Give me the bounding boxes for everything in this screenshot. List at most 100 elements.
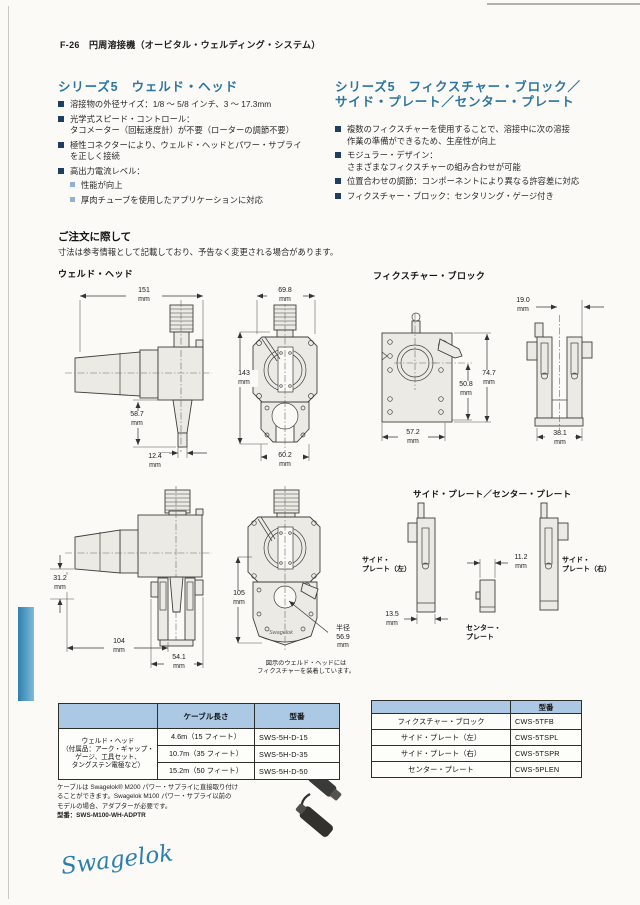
bullet-text: 複数のフィクスチャーを使用することで、溶接中に次の溶接作業の準備ができるため、生… [347, 124, 570, 146]
header-empty-cell [58, 703, 158, 729]
table-row: サイド・プレート（右）CWS-5TSPR [371, 745, 582, 762]
bullet-item: 極性コネクターにより、ウェルド・ヘッドとパワー・サプライを正しく接続 [58, 140, 340, 163]
right-section-heading: シリーズ5 フィクスチャー・ブロック／ サイド・プレート／センター・プレート [335, 80, 635, 110]
side-center-plates-drawing [404, 502, 569, 624]
side-plate-right-label: サイド・プレート（右） [562, 557, 611, 573]
table-header-row: ケーブル長さ 型番 [58, 703, 340, 729]
footnote-line: モデルの場合、アダプターが必要です。 [57, 802, 172, 810]
bullet-text: 高出力電流レベル： [70, 165, 145, 176]
bullet-item: 高出力電流レベル： [58, 166, 340, 178]
page-edge-accent-bar [18, 607, 34, 701]
bullet-text: 性能が向上 [81, 180, 123, 190]
bullet-item: 光学式スピード・コントロール：タコメーター（回転速度計）が不要（ローターの調節不… [58, 114, 340, 137]
table-header-row: 型番 [371, 700, 582, 714]
part-number-cell: SWS-5H-D-35 [254, 745, 340, 763]
bullet-text: 極性コネクターにより、ウェルド・ヘッドとパワー・サプライを正しく接続 [70, 139, 302, 162]
swagelok-logo: Swagelok [60, 840, 175, 880]
footnote-line: ることができます。Swagelok M100 パワー・サプライ以前の [57, 793, 232, 801]
component-label-cell: フィクスチャー・ブロック [371, 713, 511, 730]
right-heading-line2: サイド・プレート／センター・プレート [335, 95, 575, 109]
bullet-text: 厚肉チューブを使用したアプリケーションに対応 [81, 194, 263, 205]
bullet-item: 位置合わせの調節：コンポーネントにより異なる許容差に対応 [335, 176, 627, 188]
engraved-logo: Swagelok [269, 630, 293, 636]
bullet-square-icon [70, 182, 75, 187]
cable-length-cell: 10.7m（35 フィート） [157, 745, 255, 763]
cable-footnote: ケーブルは Swagelok® M200 パワー・サプライに直接取り付けることが… [57, 783, 295, 821]
left-bullet-list: 溶接物の外径サイズ：1/8 〜 5/8 インチ、3 〜 17.3mm 光学式スピー… [58, 99, 340, 209]
weld-head-fixture-side-view-drawing [50, 486, 212, 668]
table-row: 10.7m（35 フィート）SWS-5H-D-35 [59, 745, 340, 763]
page-header: F-26 円周溶接機（オービタル・ウェルディング・システム） [60, 40, 321, 50]
footnote-line: ケーブルは Swagelok® M200 パワー・サプライに直接取り付け [57, 784, 239, 791]
bullet-text: フィクスチャー・ブロック：センタリング・ゲージ付き [347, 190, 554, 201]
part-number-cell: CWS-5PLEN [510, 761, 582, 778]
bullet-text: 光学式スピード・コントロール：タコメーター（回転速度計）が不要（ローターの調節不… [70, 113, 295, 136]
weld-head-side-view-drawing [65, 293, 212, 458]
fixture-mounted-caption: 図示のウェルド・ヘッドにはフィクスチャーを装着しています。 [257, 660, 355, 675]
sub-bullet-item: 厚肉チューブを使用したアプリケーションに対応 [58, 195, 340, 207]
table-row: 15.2m（50 フィート）SWS-5H-D-50 [59, 762, 340, 780]
weld-head-order-table: ケーブル長さ 型番 ウェルド・ヘッド（付属品：アーク・ギャップ・ゲージ、工具セッ… [58, 703, 340, 780]
swagelok-logo-text: Swagelok [60, 840, 175, 880]
bullet-text: 位置合わせの調節：コンポーネントにより異なる許容差に対応 [347, 176, 580, 186]
bullet-text: モジュラー・デザイン：さまざまなフィクスチャーの組み合わせが可能 [347, 150, 521, 172]
bullet-item: 溶接物の外径サイズ：1/8 〜 5/8 インチ、3 〜 17.3mm [58, 99, 340, 111]
component-label-cell: センター・プレート [371, 761, 511, 778]
header-part-number: 型番 [254, 703, 340, 729]
adapter-part-number: 型番：SWS-M100-WH-ADPTR [57, 812, 146, 820]
component-label-cell: サイド・プレート（右） [371, 745, 511, 762]
order-note-heading: ご注文に際して [58, 231, 132, 243]
bullet-item: モジュラー・デザイン：さまざまなフィクスチャーの組み合わせが可能 [335, 150, 627, 173]
component-label-cell: サイド・プレート（左） [371, 729, 511, 746]
left-section-heading: シリーズ5 ウェルド・ヘッド [58, 80, 239, 94]
bullet-item: フィクスチャー・ブロック：センタリング・ゲージ付き [335, 191, 627, 203]
part-number-cell: CWS-5TSPL [510, 729, 582, 746]
fixture-block-side-view-drawing [526, 300, 604, 441]
scan-top-line [487, 3, 640, 5]
bullet-square-icon [58, 141, 64, 148]
table-row: ウェルド・ヘッド（付属品：アーク・ギャップ・ゲージ、工具セット、タングステン電極… [58, 728, 340, 780]
sub-bullet-item: 性能が向上 [58, 180, 340, 192]
header-cable-length: ケーブル長さ [157, 703, 255, 729]
side-plate-left-label: サイド・プレート（左） [362, 557, 411, 573]
part-number-cell: CWS-5TFB [510, 713, 582, 730]
bullet-item: 複数のフィクスチャーを使用することで、溶接中に次の溶接作業の準備ができるため、生… [335, 124, 627, 147]
fixture-block-drawing-label: フィクスチャー・ブロック [373, 271, 486, 281]
product-label-cell: ウェルド・ヘッド（付属品：アーク・ギャップ・ゲージ、工具セット、タングステン電極… [58, 728, 158, 780]
footnote-text: ケーブルは Swagelok® M200 パワー・サプライに直接取り付けることが… [57, 783, 295, 811]
right-heading-line1: シリーズ5 フィクスチャー・ブロック／ [335, 80, 581, 94]
weld-head-fixture-front-view-drawing: Swagelok [235, 486, 331, 650]
bullet-square-icon [58, 167, 64, 174]
bullet-square-icon [58, 115, 64, 122]
table-row: サイド・プレート（左）CWS-5TSPL [371, 729, 582, 746]
part-number-cell: SWS-5H-D-15 [254, 728, 340, 746]
header-part-number: 型番 [510, 700, 582, 714]
part-number-cell: SWS-5H-D-50 [254, 762, 340, 780]
bullet-square-icon [335, 152, 341, 158]
bullet-square-icon [70, 196, 75, 202]
bullet-square-icon [335, 192, 341, 199]
side-center-drawing-heading: サイド・プレート／センター・プレート [413, 489, 572, 499]
order-note-body: 寸法は参考情報として記載しており、予告なく変更される場合があります。 [58, 247, 339, 257]
right-bullet-list: 複数のフィクスチャーを使用することで、溶接中に次の溶接作業の準備ができるため、生… [335, 124, 627, 205]
bullet-square-icon [335, 178, 341, 184]
